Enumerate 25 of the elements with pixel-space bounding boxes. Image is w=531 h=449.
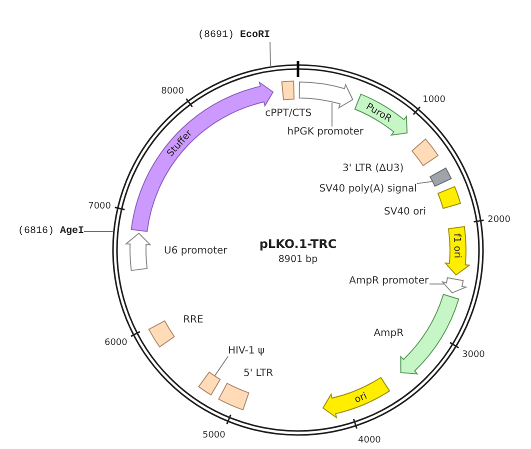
restriction-site-label: (8691) EcoRI [198, 30, 270, 42]
leader-line [416, 180, 433, 184]
plasmid-name: pLKO.1-TRC [259, 237, 337, 251]
leader-line [214, 356, 228, 376]
feature-label: U6 promoter [164, 246, 228, 256]
feature-label: AmpR [374, 328, 404, 339]
feature-label: 3' LTR (ΔU3) [342, 163, 404, 174]
feature-label: cPPT/CTS [265, 108, 312, 119]
leader-line [270, 42, 271, 66]
tick-label: 2000 [488, 215, 510, 225]
tick-label: 7000 [88, 201, 111, 212]
restriction-site-label: (6816) AgeI [18, 226, 84, 238]
tick-label: 6000 [104, 338, 128, 348]
feature-label: RRE [183, 314, 204, 326]
feature-label: f1 ori [451, 233, 463, 258]
feature-label: SV40 ori [384, 206, 426, 218]
feature-label: 5' LTR [244, 368, 274, 379]
feature-label: ori [353, 390, 369, 406]
leader-line [84, 231, 114, 232]
tick-label: 4000 [358, 436, 381, 446]
tick-label: 5000 [202, 430, 226, 441]
plasmid-size: 8901 bp [278, 254, 318, 265]
tick-label: 1000 [422, 95, 446, 106]
tick-label: 8000 [161, 86, 184, 96]
tick-label: 3000 [462, 350, 485, 360]
